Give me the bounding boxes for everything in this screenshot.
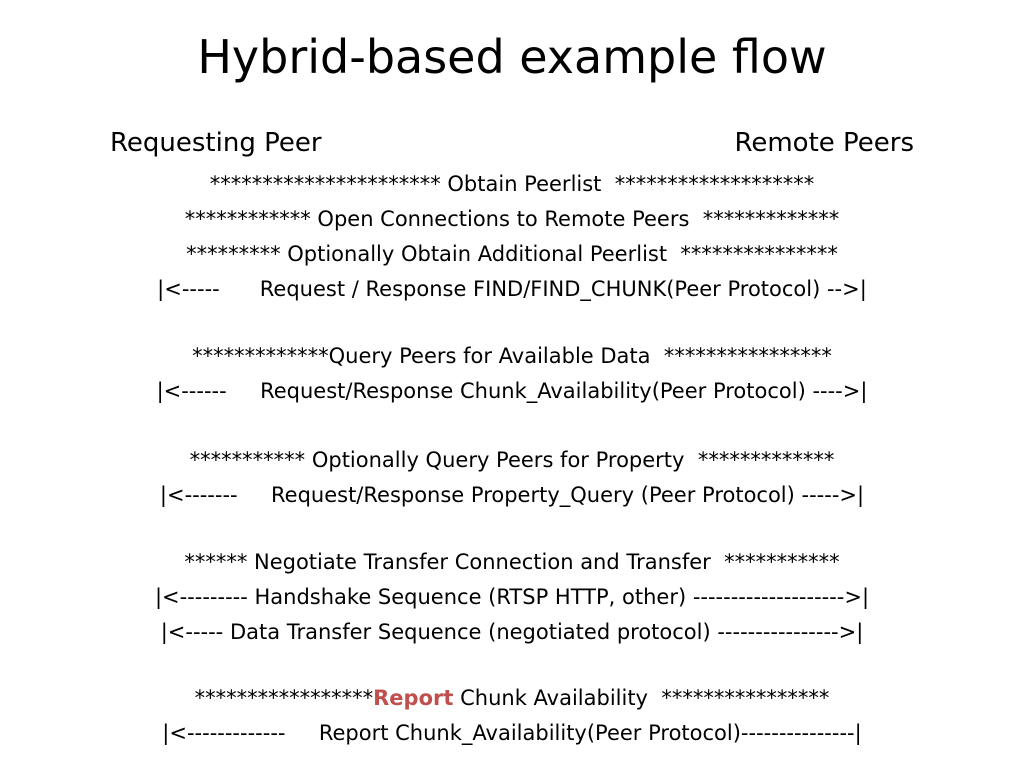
report-chunk-availability-request-line: |<------------- Report Chunk_Availabilit… <box>162 721 862 745</box>
query-peers-line: *************Query Peers for Available D… <box>192 344 832 368</box>
query-property-line: *********** Optionally Query Peers for P… <box>189 448 835 472</box>
report-highlight: Report <box>373 686 454 710</box>
obtain-additional-peerlist-line: ********* Optionally Obtain Additional P… <box>186 242 838 266</box>
slide-title: Hybrid-based example flow <box>197 30 827 84</box>
negotiate-transfer-line: ****** Negotiate Transfer Connection and… <box>184 550 840 574</box>
report-line-prefix: ***************** <box>194 686 374 710</box>
obtain-peerlist-line: ********************** Obtain Peerlist *… <box>209 172 815 196</box>
report-line-suffix: Chunk Availability **************** <box>453 686 830 710</box>
report-chunk-availability-line: *****************Report Chunk Availabili… <box>0 686 1024 711</box>
remote-peers-header: Remote Peers <box>734 128 914 158</box>
chunk-availability-request-line: |<------ Request/Response Chunk_Availabi… <box>156 379 868 403</box>
data-transfer-sequence-line: |<----- Data Transfer Sequence (negotiat… <box>160 620 864 644</box>
requesting-peer-header: Requesting Peer <box>110 128 322 158</box>
find-request-response-line: |<----- Request / Response FIND/FIND_CHU… <box>157 277 867 301</box>
handshake-sequence-line: |<--------- Handshake Sequence (RTSP HTT… <box>154 585 870 609</box>
property-query-request-line: |<------- Request/Response Property_Quer… <box>159 483 865 507</box>
open-connections-line: ************ Open Connections to Remote … <box>184 207 840 231</box>
